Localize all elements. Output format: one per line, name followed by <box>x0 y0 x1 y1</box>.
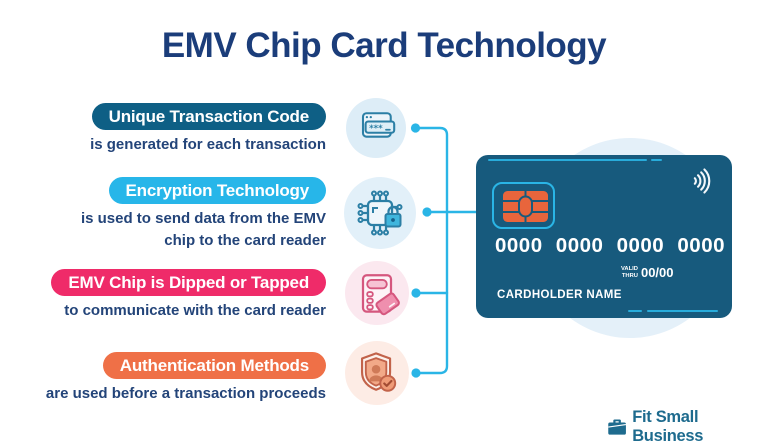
feature-description: are used before a transaction proceeds <box>45 385 326 402</box>
card-deco-line <box>488 159 647 161</box>
chip-lock-icon <box>344 177 416 249</box>
feature-description: is used to send data from the EMV chip t… <box>81 208 326 251</box>
feature-row-encryption-technology: Encryption Technology is used to send da… <box>81 177 326 251</box>
fit-small-business-logo: Fit Small Business <box>607 408 768 445</box>
description-line: chip to the card reader <box>164 231 326 249</box>
feature-row-emv-chip-dipped-tapped: EMV Chip is Dipped or Tapped to communic… <box>51 269 326 322</box>
svg-text:***: *** <box>369 124 383 134</box>
feature-description: to communicate with the card reader <box>64 302 326 319</box>
shield-user-check-icon <box>345 341 409 405</box>
logo-text: Fit Small Business <box>632 408 704 445</box>
card-deco-line <box>651 159 662 161</box>
cardholder-name: CARDHOLDER NAME <box>497 289 622 301</box>
feature-pill: EMV Chip is Dipped or Tapped <box>51 269 326 296</box>
card-reader-icon <box>345 261 409 325</box>
password-window-icon: *** <box>346 98 406 158</box>
card-number: 0000 0000 0000 0000 <box>495 234 726 257</box>
page-title: EMV Chip Card Technology <box>161 26 607 65</box>
emv-chip <box>492 182 555 229</box>
feature-pill: Encryption Technology <box>108 177 326 204</box>
feature-row-unique-transaction-code: Unique Transaction Code is generated for… <box>90 103 326 156</box>
card-deco-line <box>647 310 718 312</box>
feature-description: is generated for each transaction <box>90 136 326 153</box>
contactless-icon <box>693 168 711 194</box>
feature-pill: Authentication Methods <box>102 352 326 379</box>
feature-row-authentication-methods: Authentication Methods are used before a… <box>46 352 326 405</box>
card-valid-thru: VALID THRU 00/00 <box>621 265 674 280</box>
description-line: is used to send data from the EMV <box>80 210 326 227</box>
credit-card: 0000 0000 0000 0000 VALID THRU 00/00 CAR… <box>476 155 732 318</box>
feature-pill: Unique Transaction Code <box>91 103 326 130</box>
valid-thru-value: 00/00 <box>640 265 674 280</box>
briefcase-icon <box>608 419 627 435</box>
card-deco-line <box>628 310 642 312</box>
valid-thru-label: VALID THRU <box>621 266 638 279</box>
